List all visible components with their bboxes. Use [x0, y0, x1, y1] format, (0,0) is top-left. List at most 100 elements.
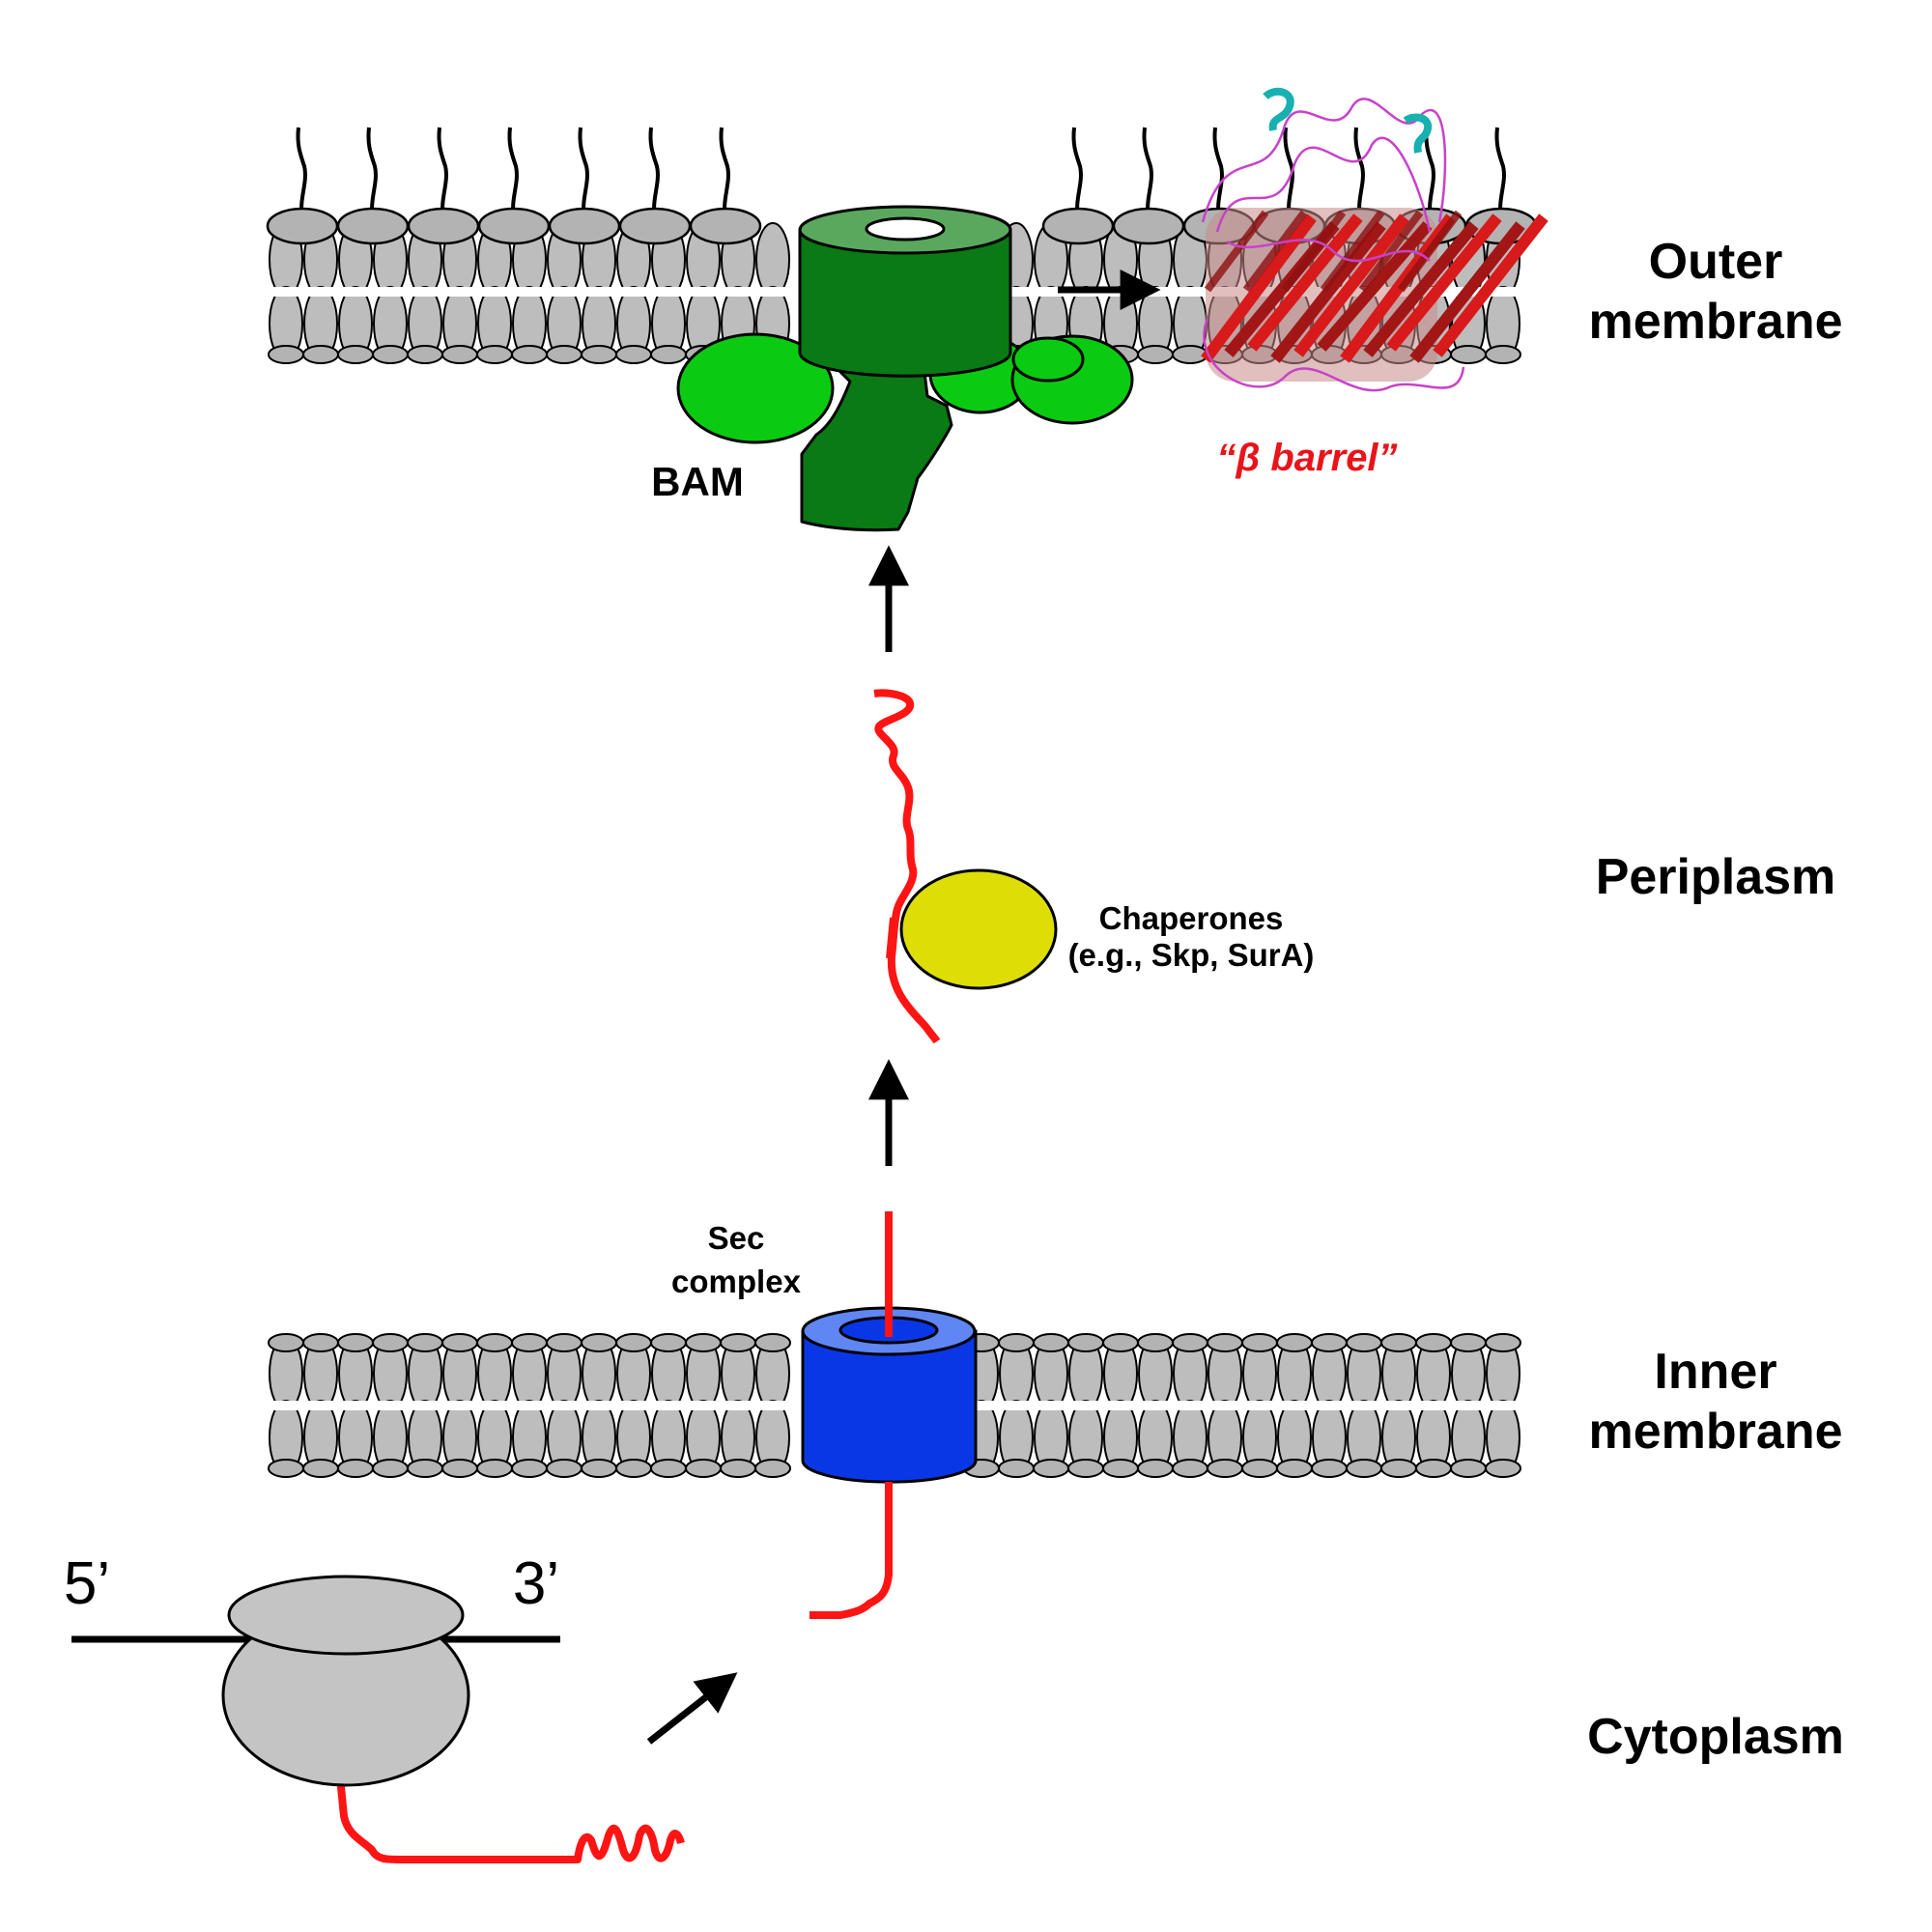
beta-strand-back: [1397, 210, 1463, 293]
polypeptide-nascent: [336, 1776, 685, 1863]
beta-strand-back: [1242, 210, 1308, 293]
lps-chain: [1283, 127, 1294, 221]
lipid-head: [1346, 1333, 1382, 1352]
lipid-head: [1241, 1333, 1278, 1352]
beta-strand-back: [1204, 210, 1269, 293]
lipid-head: [372, 345, 409, 364]
lps-head: [1112, 207, 1185, 245]
sec-channel-body: [801, 1329, 978, 1484]
lps-head: [689, 207, 762, 245]
lps-head: [266, 207, 339, 245]
lipid-head: [337, 345, 374, 364]
beta-strand-back: [1281, 210, 1347, 293]
lipid-head: [685, 1333, 722, 1352]
beta-barrel-loops: [1201, 98, 1465, 392]
lipid-head: [546, 345, 582, 364]
lipid-head: [407, 1459, 443, 1478]
inner-membrane-lipid-heads: [268, 1333, 1521, 1478]
lipid-head: [476, 1459, 513, 1478]
lipid-head: [1241, 1459, 1278, 1478]
outer-membrane-label-line1: Outer: [1649, 234, 1783, 290]
cytoplasm-label: Cytoplasm: [1587, 1709, 1844, 1765]
lipid-head: [1172, 1333, 1208, 1352]
lipid-head: [546, 1333, 582, 1352]
beta-strand: [1270, 221, 1386, 363]
beta-strand-back: [1320, 210, 1385, 293]
lipid-head: [1033, 1459, 1069, 1478]
lps-head: [618, 207, 692, 245]
lipid-head: [1276, 1459, 1313, 1478]
lipid-head: [754, 1333, 791, 1352]
lipid-head: [337, 1459, 374, 1478]
sec-complex-label-line1: Sec: [708, 1220, 765, 1256]
lipid-head: [476, 345, 513, 364]
lipid-head: [1033, 1333, 1069, 1352]
bam-potra-domain-left: [676, 332, 835, 444]
lipid-head: [1415, 1333, 1452, 1352]
bam-complex: [676, 205, 1134, 532]
chaperones-label-line2: (e.g., Skp, SurA): [1068, 937, 1315, 973]
polypeptide-cytoplasmic: [810, 1482, 893, 1619]
lipid-head: [754, 1459, 791, 1478]
lipid-head: [998, 1333, 1035, 1352]
bam-barrel-body: [798, 228, 1012, 378]
lipid-head: [720, 1333, 756, 1352]
arrow-ribosome-to-sec: [646, 1672, 738, 1745]
chaperones-label-line1: Chaperones: [1099, 900, 1284, 936]
lps-head: [548, 207, 621, 245]
lipid-head: [650, 345, 687, 364]
beta-strand: [1247, 213, 1363, 352]
lipid-head: [337, 1333, 374, 1352]
outer-membrane-label-line2: membrane: [1589, 294, 1843, 350]
lipid-head: [302, 1333, 339, 1352]
lipid-head: [1207, 1459, 1243, 1478]
lipid-head: [1380, 1459, 1417, 1478]
lipid-tail: [755, 222, 790, 298]
beta-strand: [1409, 221, 1525, 363]
lipid-head: [407, 345, 443, 364]
beta-strand: [1433, 213, 1548, 357]
bam-lipoprotein-small: [1011, 336, 1085, 383]
lipid-head: [372, 1333, 409, 1352]
lipid-head: [1137, 1333, 1174, 1352]
lipid-head: [511, 345, 548, 364]
lipid-head: [1450, 345, 1487, 364]
lps-chain: [366, 127, 378, 221]
lipid-head: [1172, 1459, 1208, 1478]
lps-chain: [507, 127, 519, 221]
beta-barrel-structure: [1201, 87, 1548, 392]
lps-chain: [1424, 127, 1435, 221]
lipid-head: [302, 345, 339, 364]
beta-barrel-label: “β barrel”: [1216, 437, 1397, 479]
lipid-head: [581, 345, 617, 364]
lipid-head: [441, 345, 478, 364]
lps-chain: [1212, 127, 1224, 221]
lipid-head: [1485, 345, 1521, 364]
lipid-head: [268, 345, 304, 364]
lps-chain: [648, 127, 660, 221]
lps-chain: [719, 127, 730, 221]
lipid-head: [511, 1333, 548, 1352]
lipid-head: [546, 1459, 582, 1478]
lps-chain: [1353, 127, 1365, 221]
lipid-head: [302, 1459, 339, 1478]
lps-chain: [1071, 127, 1083, 221]
lipid-head: [1485, 1459, 1521, 1478]
beta-strand: [1363, 221, 1479, 357]
bam-potra-tail: [800, 360, 953, 532]
ribosome-mrna: [71, 1575, 560, 1787]
lipid-head: [441, 1333, 478, 1352]
lps-head: [407, 207, 480, 245]
lipid-head: [615, 1333, 652, 1352]
lipid-head: [1450, 1333, 1487, 1352]
lipid-head: [720, 1459, 756, 1478]
beta-strand-back: [1358, 210, 1424, 293]
three-prime-label: 3’: [513, 1550, 559, 1617]
lipid-head: [615, 345, 652, 364]
lipid-head: [615, 1459, 652, 1478]
lps-head: [477, 207, 551, 245]
inner-membrane-label-line1: Inner: [1654, 1344, 1776, 1400]
lipid-head: [1311, 1333, 1348, 1352]
lipid-head: [685, 1459, 722, 1478]
